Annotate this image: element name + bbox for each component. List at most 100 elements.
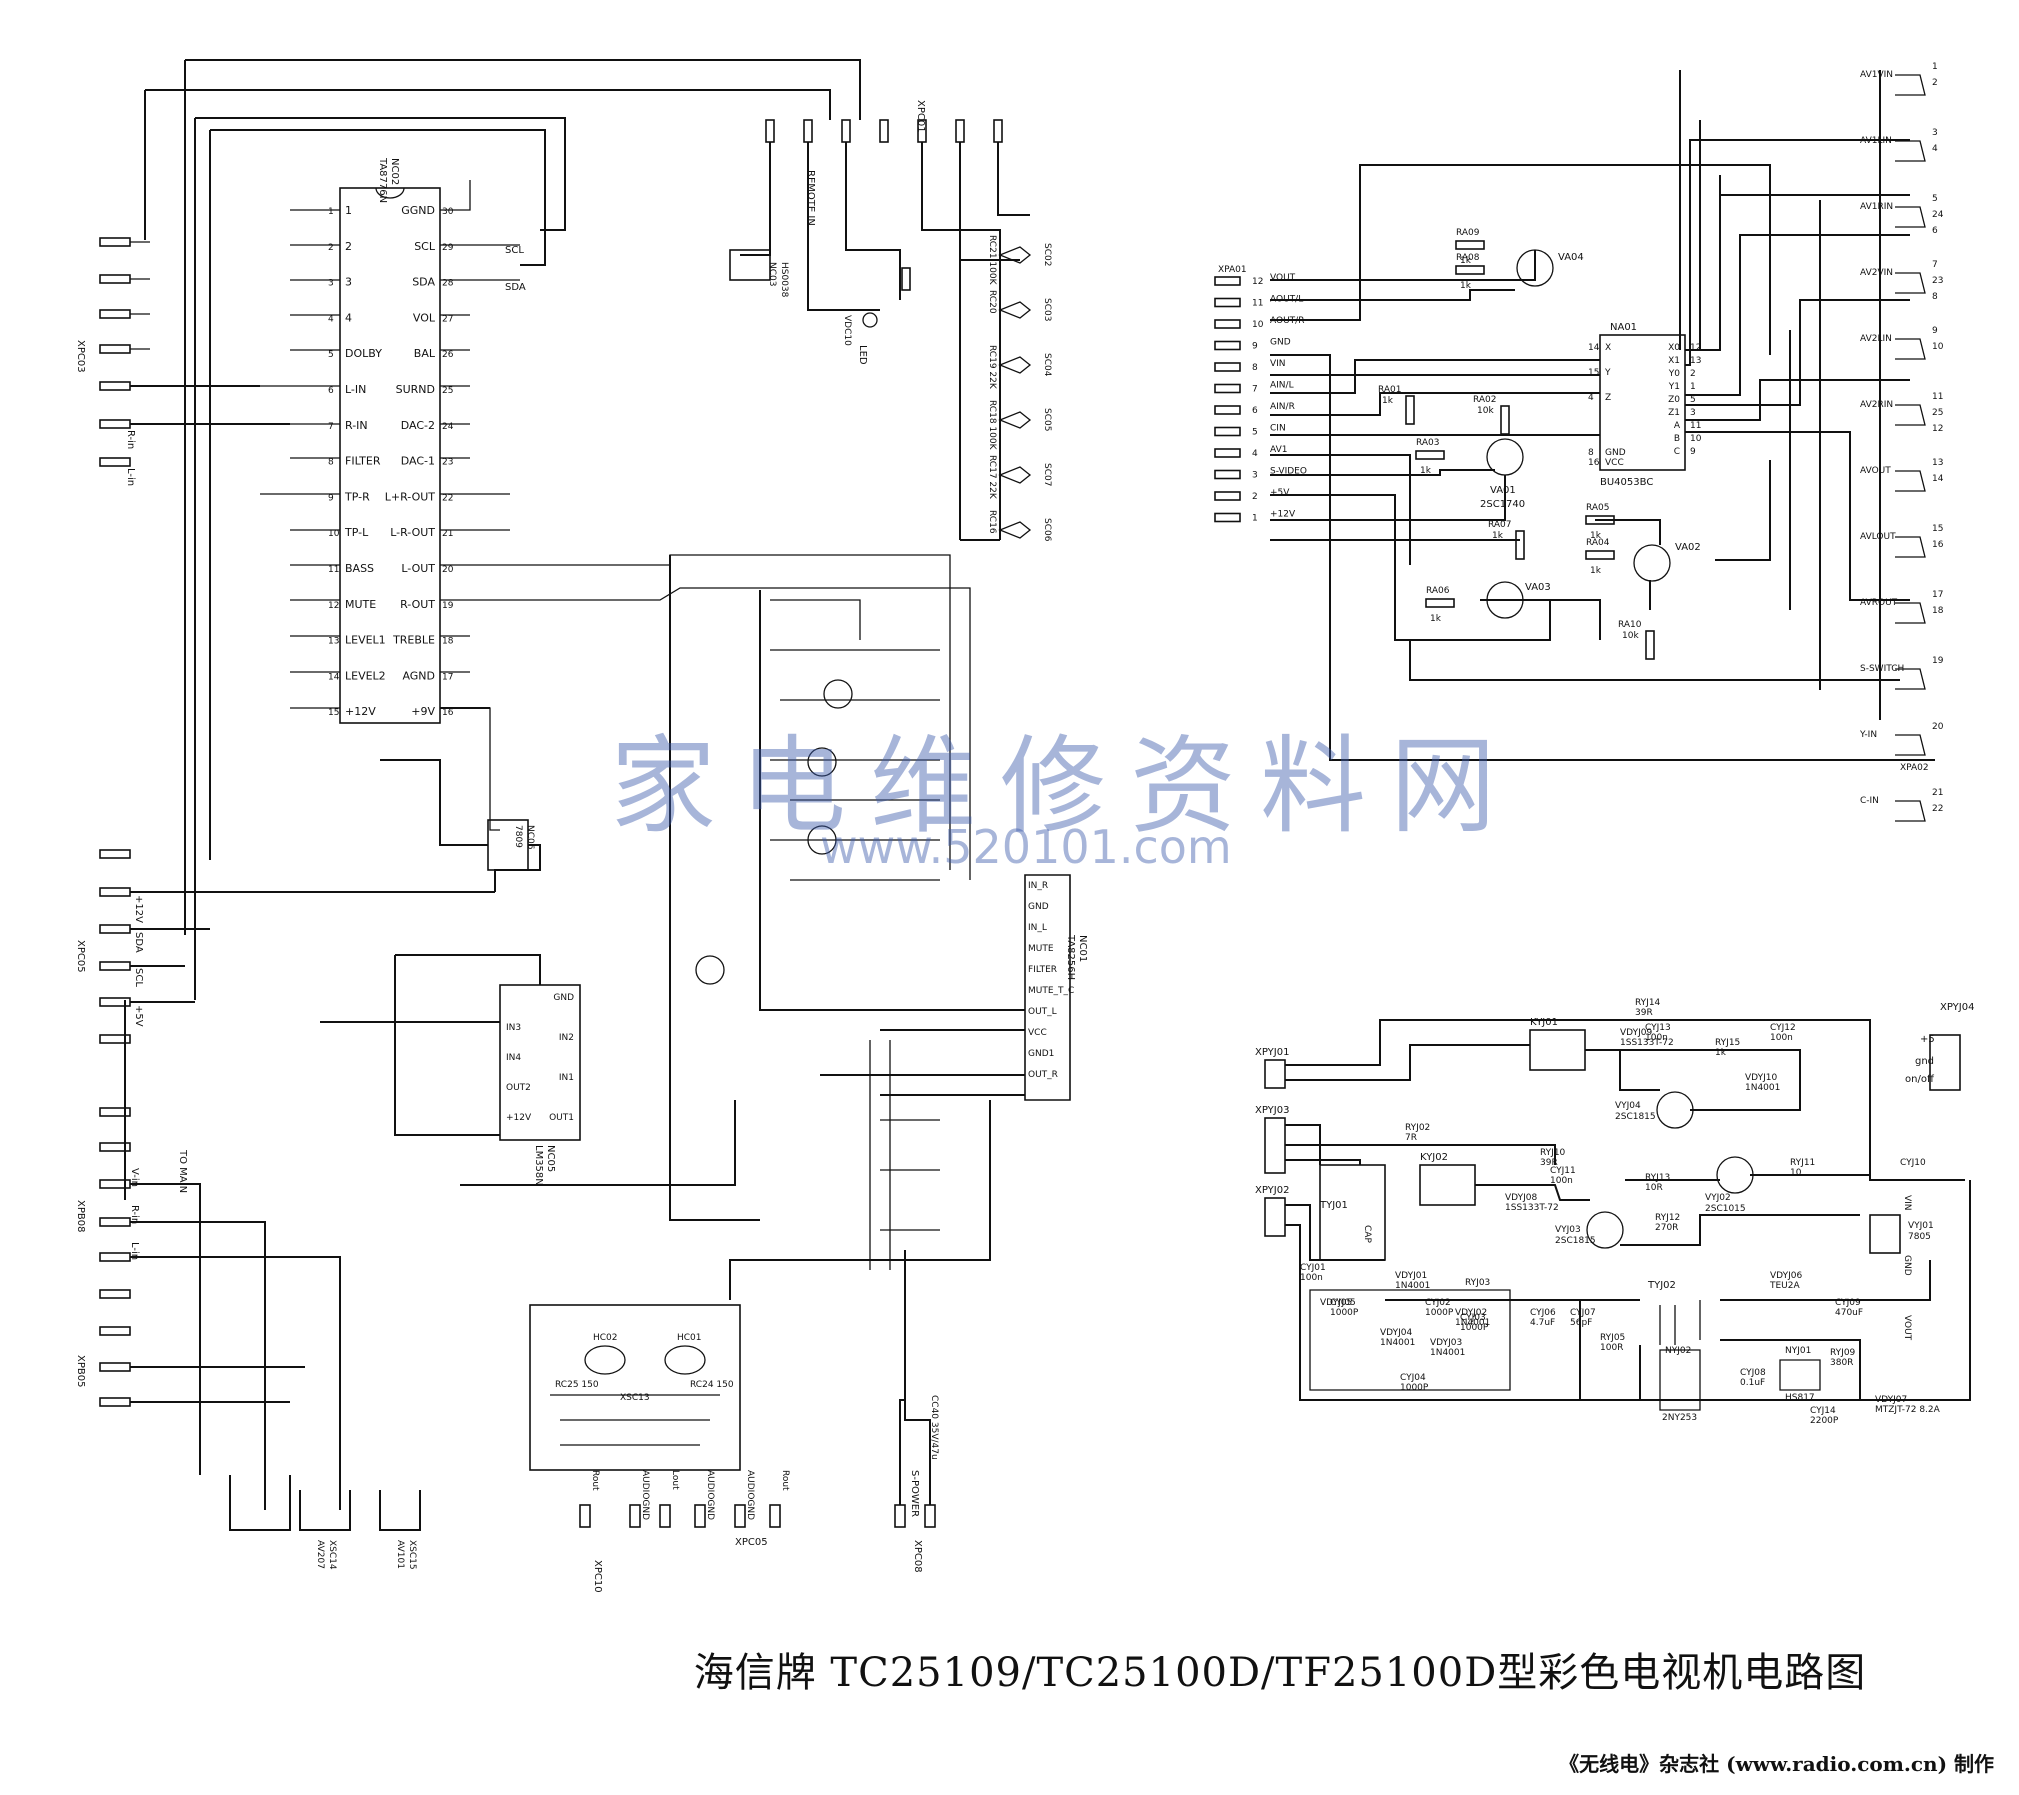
middle-transistors <box>695 599 940 1270</box>
xpc05-pin-scl: SCL <box>133 968 144 987</box>
vyj01-pin: GND <box>1902 1255 1912 1276</box>
vyj-ref: VYJ04 <box>1615 1101 1641 1111</box>
credit-line: 《无线电》杂志社 (www.radio.com.cn) 制作 <box>1559 1752 1994 1776</box>
xpa01-pin-name: AIN/L <box>1270 381 1294 391</box>
cyj-val: 2200P <box>1810 1416 1839 1426</box>
nc05-pin-right: OUT1 <box>549 1113 574 1123</box>
vyj-part: 2SC1015 <box>1705 1204 1746 1214</box>
na01-pin-right: X0 <box>1668 343 1680 353</box>
na01-pin-num-right: 13 <box>1690 356 1701 366</box>
ra-ref: RA05 <box>1586 503 1610 513</box>
scl-label: SCL <box>505 245 524 256</box>
av-jack-num: 7 <box>1932 260 1938 270</box>
vyj-ref: VYJ03 <box>1555 1225 1581 1235</box>
av-jack-num: 21 <box>1932 788 1943 798</box>
na01-pin-num-right: 2 <box>1690 369 1696 379</box>
hs0038-part: HS0038 <box>779 262 789 298</box>
nc01-part: TA8256H <box>1065 934 1076 980</box>
cyj-val: 56pF <box>1570 1318 1592 1328</box>
av-jack-name: AV1VIN <box>1860 70 1893 80</box>
av-jack-name: AV2VIN <box>1860 268 1893 278</box>
na01-pin-left: Y <box>1604 368 1611 378</box>
cyj-val: 1000P <box>1425 1308 1454 1318</box>
bottom-pin-shape <box>734 1504 746 1528</box>
av-jack-name: AVOUT <box>1860 466 1891 476</box>
nc01-pin: MUTE <box>1028 944 1054 954</box>
nc02-pin-right: SURND <box>396 383 435 396</box>
cyj-ref: CYJ06 <box>1530 1308 1556 1318</box>
va03-label: VA03 <box>1525 582 1551 593</box>
nc02-pin-right: TREBLE <box>392 634 435 647</box>
av101-label: AV101 <box>395 1540 405 1569</box>
va01-label: VA01 <box>1490 485 1516 496</box>
ra-ref: RA02 <box>1473 395 1497 405</box>
sc-jack-label: SC02 <box>1042 243 1052 266</box>
xpa01-pin-shape <box>1214 426 1241 437</box>
nc02-part: TA8776N <box>377 157 388 203</box>
av-jack-shape <box>1895 272 1926 294</box>
xpa01-pin-name: S-VIDEO <box>1270 467 1307 477</box>
nc02-pin-left: LEVEL2 <box>345 669 386 682</box>
bottom-pin-shape <box>579 1504 591 1528</box>
kyj02-label: KYJ02 <box>1420 1152 1448 1163</box>
xpa01-pin-shape <box>1214 448 1241 458</box>
cyj-val: 0.1uF <box>1740 1378 1765 1388</box>
sc-jack-label: SC04 <box>1042 353 1052 377</box>
av-jack-num: 8 <box>1932 292 1938 302</box>
na01-pin-right: C <box>1674 447 1680 457</box>
xpyj04-pin-5: +5 <box>1920 1034 1935 1045</box>
xpa01-label: XPA01 <box>1218 265 1247 275</box>
xpa01-pin-shape <box>1214 469 1241 480</box>
ra-val: 1k <box>1590 566 1602 576</box>
na01-pin-num-left: 16 <box>1588 458 1600 468</box>
nc06-ref: NC06 <box>525 825 535 850</box>
ra-val: 1k <box>1492 531 1504 541</box>
na01-pin-right: B <box>1674 434 1680 444</box>
xpa01-pin-num: 10 <box>1252 320 1264 330</box>
ryj-val: 270R <box>1655 1223 1678 1233</box>
remote-in-label: REMOTE IN <box>805 170 816 226</box>
av-jack-shape <box>1895 800 1926 822</box>
nc01-pin: GND1 <box>1028 1049 1054 1059</box>
audio-board: XPC03 R-in L-in NC02 TA8776N 11223344DOL… <box>75 59 1088 1593</box>
nc02-pin-right: SDA <box>412 276 435 289</box>
vdyj-ref: VDYJ09 <box>1620 1028 1652 1038</box>
rc24-label: RC24 150 <box>690 1380 734 1390</box>
va04-label: VA04 <box>1558 252 1584 263</box>
sc-jack-shape <box>998 356 1032 374</box>
nc05-ref: NC05 <box>545 1145 556 1172</box>
xpc01-label: XPC01 <box>915 100 926 133</box>
vdyj-ref: VDYJ03 <box>1430 1338 1462 1348</box>
nc02-pin-left: TP-R <box>344 490 370 503</box>
sc-res-label: RC18 100K <box>987 400 997 451</box>
na01-part: BU4053BC <box>1600 477 1653 488</box>
nc02-pin-left: DOLBY <box>345 347 382 360</box>
xpa01-pin-shape <box>1214 512 1241 523</box>
nc05-part: LM358N <box>533 1145 544 1186</box>
cyj-val: 100n <box>1770 1033 1793 1043</box>
av-jack-num: 17 <box>1932 590 1943 600</box>
rc25-label: RC25 150 <box>555 1380 599 1390</box>
xpa01-pin-num: 4 <box>1252 449 1258 459</box>
vdyj-part: 1N4001 <box>1455 1318 1490 1328</box>
nc02-pin-num-right: 17 <box>442 672 453 682</box>
sc-res-label: RC21 100K <box>987 235 997 286</box>
cap-label: CAP <box>1362 1225 1372 1243</box>
cyj-val: 470uF <box>1835 1308 1863 1318</box>
xpa01-pin-shape <box>1214 340 1241 351</box>
vdyj-part: 1N4001 <box>1395 1281 1430 1291</box>
av-jack-name: AVLOUT <box>1860 532 1896 542</box>
vdc10-ref: VDC10 <box>842 315 852 346</box>
vdyj-part: 1N4001 <box>1430 1348 1465 1358</box>
av-jack-num: 9 <box>1932 326 1938 336</box>
cyj-val: 1000P <box>1460 1323 1489 1333</box>
ryj-val: 380R <box>1830 1358 1853 1368</box>
xpa01-pin-name: CIN <box>1270 424 1286 434</box>
av-jack-name: AV2RIN <box>1860 400 1893 410</box>
xpa01-pin-num: 1 <box>1252 514 1258 524</box>
xpc05b-label: XPC05 <box>735 1537 768 1548</box>
xpa01-pin-name: +5V <box>1270 488 1290 498</box>
ra-val: 1k <box>1460 256 1472 266</box>
vdyj-ref: VDYJ04 <box>1380 1328 1412 1338</box>
